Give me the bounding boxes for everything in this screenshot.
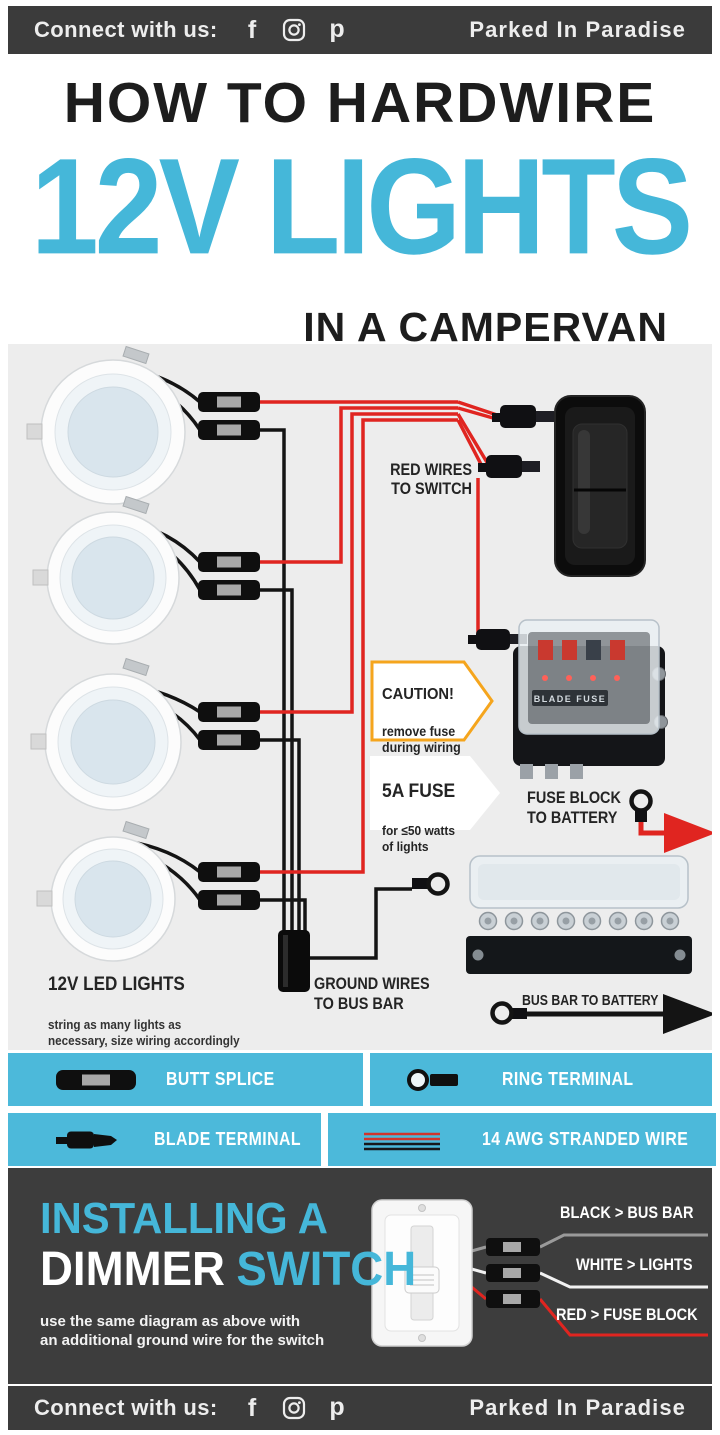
bottom-bar: Connect with us: f p Parked In Paradise	[8, 1386, 712, 1430]
fuse-battery-arrow	[664, 813, 712, 853]
instagram-icon[interactable]	[282, 1396, 306, 1420]
led-light-1	[26, 345, 186, 505]
fuse-block-text: BLADE FUSE	[534, 694, 607, 704]
led-lights-note: string as many lights as necessary, size…	[48, 1017, 240, 1048]
instagram-icon[interactable]	[282, 18, 306, 42]
legend-stranded-wire: 14 AWG STRANDED WIRE	[328, 1113, 717, 1166]
dimmer-wire-label-red: RED > FUSE BLOCK	[556, 1306, 698, 1324]
fuse-body: for ≤50 watts of lights	[382, 823, 456, 854]
dimmer-switch-plate	[371, 1199, 473, 1347]
social-icons: f p	[244, 17, 346, 43]
pinterest-icon[interactable]: p	[328, 1395, 346, 1421]
dimmer-title-white: DIMMER	[40, 1243, 225, 1296]
butt-splice	[198, 890, 260, 910]
legend-row-1: BUTT SPLICE RING TERMINAL	[8, 1053, 712, 1106]
connect-label: Connect with us:	[34, 17, 218, 42]
bus-bar	[466, 855, 692, 974]
butt-splice	[486, 1264, 540, 1282]
dimmer-diagram	[371, 1199, 708, 1347]
dimmer-title-line-1: INSTALLING A	[40, 1194, 328, 1243]
butt-splice	[198, 862, 260, 882]
butt-splice	[486, 1290, 540, 1308]
stranded-wire-icon	[364, 1132, 440, 1150]
red-wires-to-switch-label: RED WIRES TO SWITCH	[390, 460, 472, 498]
facebook-icon[interactable]: f	[244, 1395, 260, 1421]
dimmer-note: use the same diagram as above with an ad…	[40, 1313, 325, 1349]
ground-splice-connector	[278, 930, 310, 992]
ground-wires-label: GROUND WIRES TO BUS BAR	[314, 974, 430, 1013]
ring-terminal-fuse-battery	[629, 789, 653, 822]
title-line-1: HOW TO HARDWIRE	[63, 71, 657, 135]
dimmer-title-accent: SWITCH	[236, 1243, 417, 1296]
dimmer-wire-label-black: BLACK > BUS BAR	[560, 1204, 694, 1222]
legend-label: BLADE TERMINAL	[154, 1129, 301, 1149]
fuse-title: 5A FUSE	[382, 781, 456, 802]
legend-butt-splice: BUTT SPLICE	[8, 1053, 363, 1106]
led-light-3	[30, 657, 182, 811]
blade-terminal-switch-top	[492, 405, 554, 428]
bus-bar-to-battery-label: BUS BAR TO BATTERY	[522, 992, 659, 1009]
legend-blade-terminal: BLADE TERMINAL	[8, 1113, 321, 1166]
brand-name: Parked In Paradise	[469, 1395, 686, 1420]
butt-splices	[198, 392, 260, 910]
legend: BUTT SPLICE RING TERMINAL BLADE TERMINAL	[8, 1050, 717, 1168]
ring-terminal-bus-bar	[412, 872, 450, 896]
led-lights-title: 12V LED LIGHTS	[48, 974, 185, 995]
fuse-callout-shape	[370, 756, 500, 830]
butt-splice	[486, 1238, 540, 1256]
legend-label: BUTT SPLICE	[166, 1069, 275, 1089]
brand-name: Parked In Paradise	[469, 17, 686, 42]
wiring-diagram-section: BLADE FUSE RED WI	[8, 344, 712, 1050]
dimmer-slider-knob	[404, 1266, 440, 1294]
butt-splice	[198, 552, 260, 572]
legend-row-2: BLADE TERMINAL 14 AWG STRANDED WIRE	[8, 1113, 717, 1166]
butt-splice-icon	[56, 1069, 136, 1090]
svg-text:p: p	[329, 1395, 344, 1421]
wiring-diagram-canvas: BLADE FUSE	[26, 345, 712, 1034]
led-lights-label: 12V LED LIGHTS string as many lights as …	[48, 956, 240, 1067]
svg-text:f: f	[247, 1395, 256, 1421]
led-light-2	[32, 495, 180, 645]
social-icons: f p	[244, 1395, 346, 1421]
fuse-callout: 5A FUSE for ≤50 watts of lights	[382, 763, 455, 873]
legend-ring-terminal: RING TERMINAL	[369, 1053, 712, 1106]
svg-text:p: p	[329, 17, 344, 43]
title-block: HOW TO HARDWIRE 12V LIGHTS IN A CAMPERVA…	[8, 54, 712, 350]
fuse-block: BLADE FUSE	[513, 619, 668, 779]
facebook-icon[interactable]: f	[244, 17, 260, 43]
bus-bar-battery-arrow	[663, 994, 712, 1034]
butt-splice	[198, 420, 260, 440]
caution-body: remove fuse during wiring	[382, 724, 461, 755]
caution-callout-shape	[370, 660, 494, 742]
connect-label: Connect with us:	[34, 1395, 218, 1420]
caution-callout: CAUTION! remove fuse during wiring	[382, 668, 461, 774]
title-line-2: 12V LIGHTS	[30, 130, 693, 283]
led-light-4	[36, 820, 176, 962]
legend-label: 14 AWG STRANDED WIRE	[482, 1129, 689, 1149]
rocker-switch	[554, 395, 646, 577]
ring-terminal-battery	[490, 1001, 527, 1025]
fuse-block-to-battery-label: FUSE BLOCK TO BATTERY	[527, 788, 621, 827]
caution-title: CAUTION!	[382, 686, 454, 703]
butt-splice	[198, 392, 260, 412]
blade-terminal-icon	[56, 1131, 117, 1148]
butt-splice	[198, 580, 260, 600]
pinterest-icon[interactable]: p	[328, 17, 346, 43]
svg-text:f: f	[247, 17, 256, 43]
top-bar: Connect with us: f p Parked In Paradise	[8, 6, 712, 54]
ring-terminal-icon	[406, 1068, 458, 1091]
legend-label: RING TERMINAL	[501, 1069, 634, 1089]
butt-splice	[198, 702, 260, 722]
dimmer-wire-label-white: WHITE > LIGHTS	[576, 1256, 693, 1274]
butt-splice	[198, 730, 260, 750]
title-line-3: IN A CAMPERVAN	[303, 304, 668, 350]
dimmer-splices	[486, 1238, 540, 1308]
blade-terminal-switch-bottom	[478, 455, 540, 478]
